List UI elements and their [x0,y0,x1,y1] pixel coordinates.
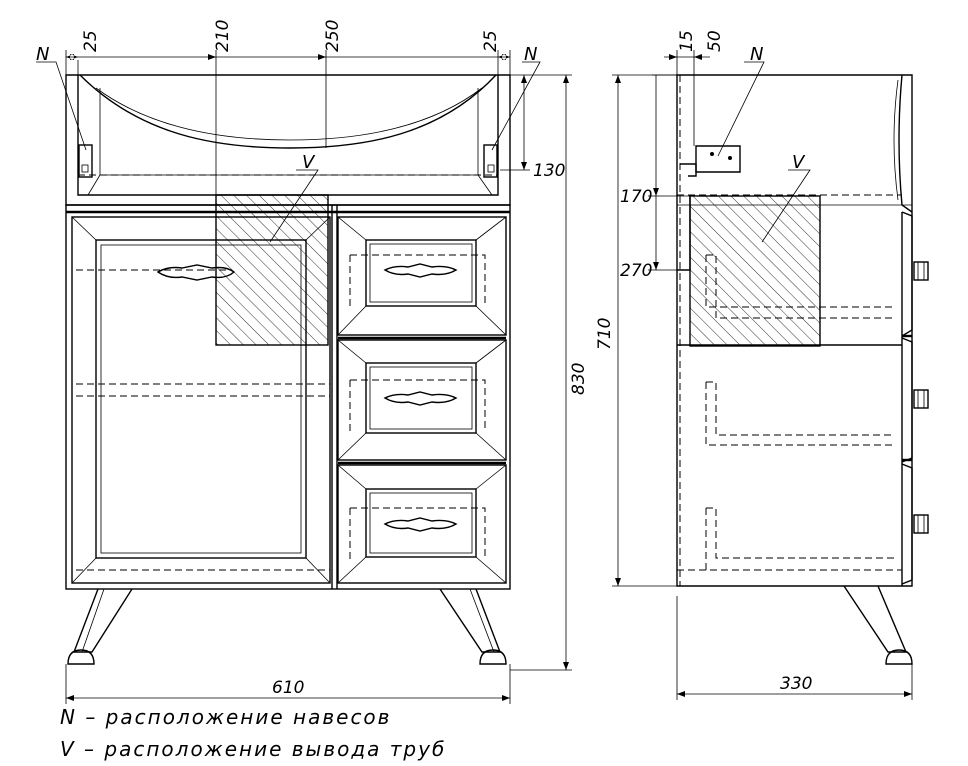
legend-pipes: V – расположение вывода труб [60,737,446,761]
drawer-3 [337,464,507,584]
dim-side-left-b: 270 [620,261,652,281]
drawer-2 [337,339,507,465]
label-hinge-right: N [524,44,537,65]
dim-side-depth: 330 [780,674,812,694]
side-view: 15 50 170 270 710 330 N V [595,30,929,700]
label-side-pipe: V [792,152,806,173]
front-leaders [36,61,541,243]
leg-left [67,588,133,665]
side-dimensions [612,50,913,700]
label-pipe: V [302,152,316,173]
dim-top-mid1: 210 [213,20,233,52]
label-side-hinge: N [750,44,763,65]
legend-hinges: N – расположение навесов [60,705,391,729]
side-pull-1 [913,261,929,281]
hinge-left [78,144,93,178]
hinge-right [483,144,498,178]
front-dimensions [65,50,572,704]
front-view: 25 210 250 25 130 830 610 N N V [36,20,589,704]
dim-side-top-b: 50 [705,30,725,52]
legend: N – расположение навесов V – расположени… [60,705,446,761]
side-pipe-outlet-zone [689,195,821,347]
left-door [71,216,331,584]
pipe-outlet-zone [215,194,329,346]
dim-top-left: 25 [81,30,101,52]
dim-width: 610 [272,678,304,698]
side-leg [843,585,913,665]
dim-height: 830 [569,363,589,395]
drawer-1 [337,216,507,340]
dim-side-left-a: 170 [620,187,652,207]
dim-top-right: 25 [481,30,501,52]
leg-right [439,588,507,665]
side-hinge [680,145,741,177]
dim-top-mid2: 250 [323,20,343,52]
side-leaders [717,61,811,243]
side-pull-2 [913,389,929,409]
side-pull-3 [913,514,929,534]
dim-side-top-a: 15 [677,30,697,52]
sink-frame [65,74,511,206]
dim-right-small: 130 [533,161,565,181]
dim-side-height: 710 [595,318,615,350]
label-hinge-left: N [36,44,49,65]
